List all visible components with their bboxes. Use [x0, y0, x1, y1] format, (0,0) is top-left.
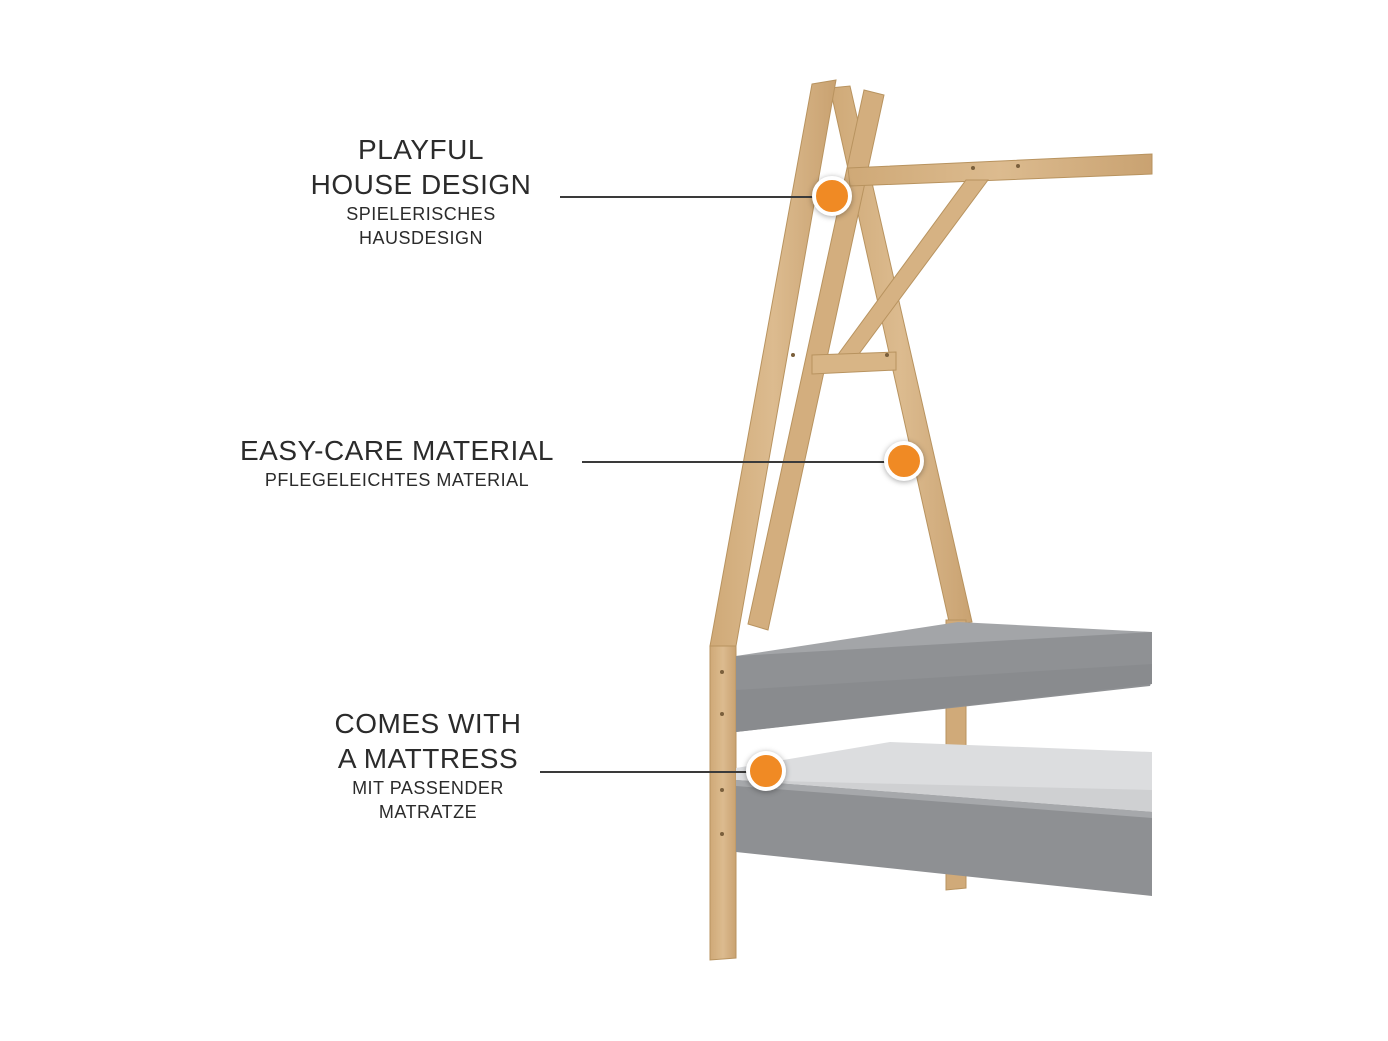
- feature-subtitle: MIT PASSENDER MATRATZE: [352, 778, 504, 822]
- feature-subtitle: SPIELERISCHES HAUSDESIGN: [346, 204, 496, 248]
- leader-line-house-design: [560, 196, 814, 198]
- feature-subtitle: PFLEGELEICHTES MATERIAL: [264, 470, 530, 490]
- leader-line-mattress: [540, 771, 748, 773]
- feature-house-design: PLAYFUL HOUSE DESIGN SPIELERISCHES HAUSD…: [290, 132, 552, 250]
- feature-mattress: COMES WITH A MATTRESS MIT PASSENDER MATR…: [315, 706, 541, 824]
- leader-line-material: [582, 461, 888, 463]
- feature-title: EASY-CARE MATERIAL: [240, 435, 554, 466]
- marker-dot-mattress: [746, 751, 786, 791]
- feature-title: COMES WITH A MATTRESS: [334, 708, 522, 774]
- feature-title: PLAYFUL HOUSE DESIGN: [310, 134, 532, 200]
- marker-dot-material: [884, 441, 924, 481]
- feature-easy-care-material: EASY-CARE MATERIAL PFLEGELEICHTES MATERI…: [220, 433, 574, 492]
- marker-dot-house-design: [812, 176, 852, 216]
